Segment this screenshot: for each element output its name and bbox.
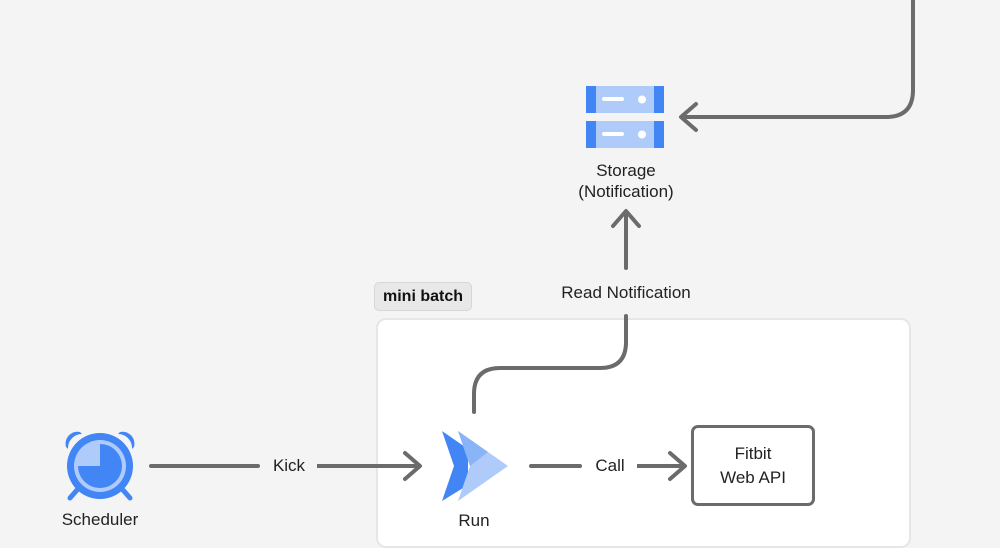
incoming-storage-arrowhead [679,102,698,132]
api-label-line1: Fitbit [734,443,772,463]
read-notification-label: Read Notification [546,283,706,303]
storage-icon [586,86,664,148]
read-notification-arrowhead [611,209,641,228]
group-label: mini batch [374,282,473,311]
cloud-run-icon [442,431,508,501]
mini-batch-group [376,318,911,548]
fitbit-web-api-node: Fitbit Web API [691,425,815,506]
api-label-line2: Web API [720,467,786,487]
storage-label: Storage (Notification) [566,160,686,202]
diagram-canvas [65,0,915,501]
storage-label-line1: Storage [596,161,656,180]
scheduler-label: Scheduler [61,510,139,529]
call-label: Call [583,456,637,476]
storage-label-line2: (Notification) [578,182,674,201]
read-notification-connector-lower [472,314,628,414]
kick-label: Kick [261,456,317,476]
call-arrowhead [668,451,687,481]
kick-arrowhead [403,451,422,481]
incoming-storage-connector [682,0,915,119]
alarm-clock-icon [65,431,135,501]
run-label: Run [458,511,490,530]
